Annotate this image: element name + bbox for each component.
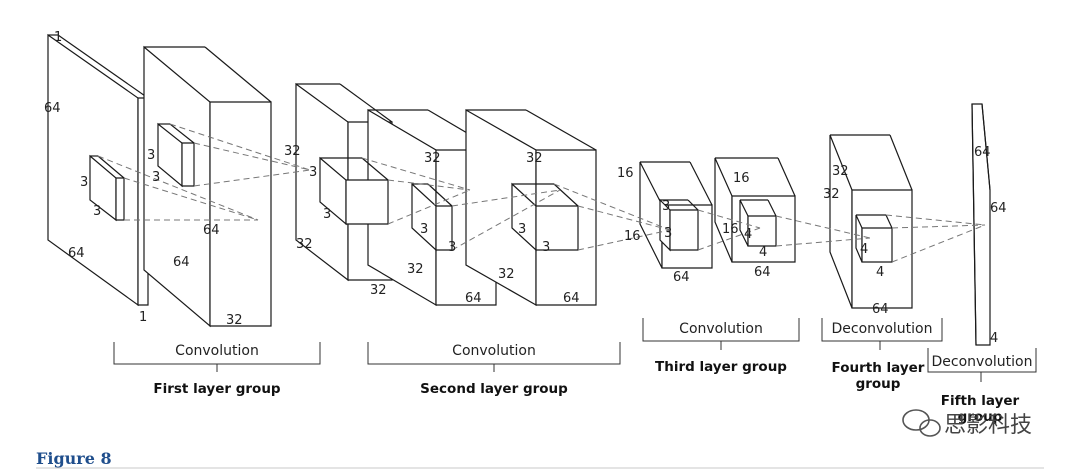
- l0-height-label: 64: [44, 101, 61, 116]
- l3b-depth-label: 64: [754, 265, 771, 280]
- l0-kernel-b-label: 3: [93, 204, 101, 219]
- l2b-kernel-a-label: 3: [420, 222, 428, 237]
- fourth-group-label-line2: group: [856, 376, 901, 392]
- fifth-group-label-line1: Fifth layer: [941, 393, 1020, 409]
- l3a-kernel-a-label: 3: [662, 199, 670, 214]
- watermark-text: 思影科技: [944, 413, 1032, 438]
- l0-width-label: 64: [68, 246, 85, 261]
- l3b-kernel-b-label: 4: [759, 245, 767, 260]
- input-kernel-box: [89, 154, 125, 222]
- third-group-operation-label: Convolution: [679, 321, 763, 337]
- receptive-field-lines: [97, 123, 986, 263]
- l2b-height-label: 32: [424, 151, 441, 166]
- second-group-kernel-a: [319, 156, 389, 226]
- third-group-kernel-a: [659, 198, 699, 252]
- l4-width-label: 32: [823, 187, 840, 202]
- third-group-label: Third layer group: [655, 359, 787, 375]
- fifth-group-operation-label: Deconvolution: [932, 354, 1033, 370]
- second-group-annotation: Convolution Second layer group: [367, 342, 621, 397]
- l0-kernel-a-label: 3: [80, 175, 88, 190]
- l5-height-label: 64: [974, 145, 991, 160]
- first-group-volume: [143, 45, 272, 328]
- l5-depth-label: 4: [990, 331, 998, 346]
- l0-depth-label: 1: [54, 30, 62, 45]
- l3a-height-label: 16: [617, 166, 634, 181]
- l4-depth-label: 64: [872, 302, 889, 317]
- first-group-operation-label: Convolution: [175, 343, 259, 359]
- fourth-group-label-line1: Fourth layer: [832, 360, 925, 376]
- l2b-depth-label: 64: [465, 291, 482, 306]
- l1-depth-label: 32: [226, 313, 243, 328]
- l3a-width-label: 16: [624, 229, 641, 244]
- watermark: 思影科技: [902, 409, 1032, 438]
- l1-width-label: 64: [173, 255, 190, 270]
- fourth-group-operation-label: Deconvolution: [832, 321, 933, 337]
- l3a-kernel-b-label: 3: [664, 226, 672, 241]
- dimension-labels: 1 64 64 1 3 3 3 3 64 64 32 32 3 3 32 32 …: [44, 30, 1007, 346]
- third-group-annotation: Convolution Third layer group: [642, 318, 800, 375]
- l2a-width-label: 32: [296, 237, 313, 252]
- l2a-height-label: 32: [284, 144, 301, 159]
- l2a-kernel-b-label: 3: [323, 207, 331, 222]
- l1-kernel-b-label: 3: [152, 170, 160, 185]
- l3a-depth-label: 64: [673, 270, 690, 285]
- l4-kernel-a-label: 4: [860, 242, 868, 257]
- l2c-height-label: 32: [526, 151, 543, 166]
- l1-height-label: 64: [203, 223, 220, 238]
- third-group-kernel-b: [739, 199, 777, 247]
- first-group-label: First layer group: [153, 381, 281, 397]
- l2b-width-label: 32: [407, 262, 424, 277]
- first-group-annotation: Convolution First layer group: [113, 342, 321, 397]
- l2b-kernel-b-label: 3: [448, 240, 456, 255]
- second-group-label: Second layer group: [420, 381, 568, 397]
- second-group-kernel-c: [511, 182, 579, 252]
- fourth-group-annotation: Deconvolution Fourth layer group: [821, 318, 943, 392]
- l1-kernel-a-label: 3: [147, 148, 155, 163]
- fifth-group-annotation: Deconvolution Fifth layer group: [927, 348, 1037, 425]
- l2c-kernel-a-label: 3: [518, 222, 526, 237]
- l2c-kernel-b-label: 3: [542, 240, 550, 255]
- wechat-icon: [902, 409, 941, 437]
- l4-height-label: 32: [832, 164, 849, 179]
- l2c-depth-label: 64: [563, 291, 580, 306]
- l2a-kernel-a-label: 3: [309, 165, 317, 180]
- figure-label: Figure 8: [36, 449, 112, 468]
- l0-depth-bottom-label: 1: [139, 310, 147, 325]
- l2a-depth-label: 32: [370, 283, 387, 298]
- l3b-height-label: 16: [733, 171, 750, 186]
- l2c-width-label: 32: [498, 267, 515, 282]
- l3b-width-label: 16: [722, 222, 739, 237]
- l3b-kernel-a-label: 4: [744, 227, 752, 242]
- second-group-operation-label: Convolution: [452, 343, 536, 359]
- l5-width-label: 64: [990, 201, 1007, 216]
- l4-kernel-b-label: 4: [876, 265, 884, 280]
- fourth-group-volume: [829, 134, 913, 309]
- second-group-kernel-b: [411, 182, 453, 252]
- fifth-group-label-line2: group: [958, 409, 1003, 425]
